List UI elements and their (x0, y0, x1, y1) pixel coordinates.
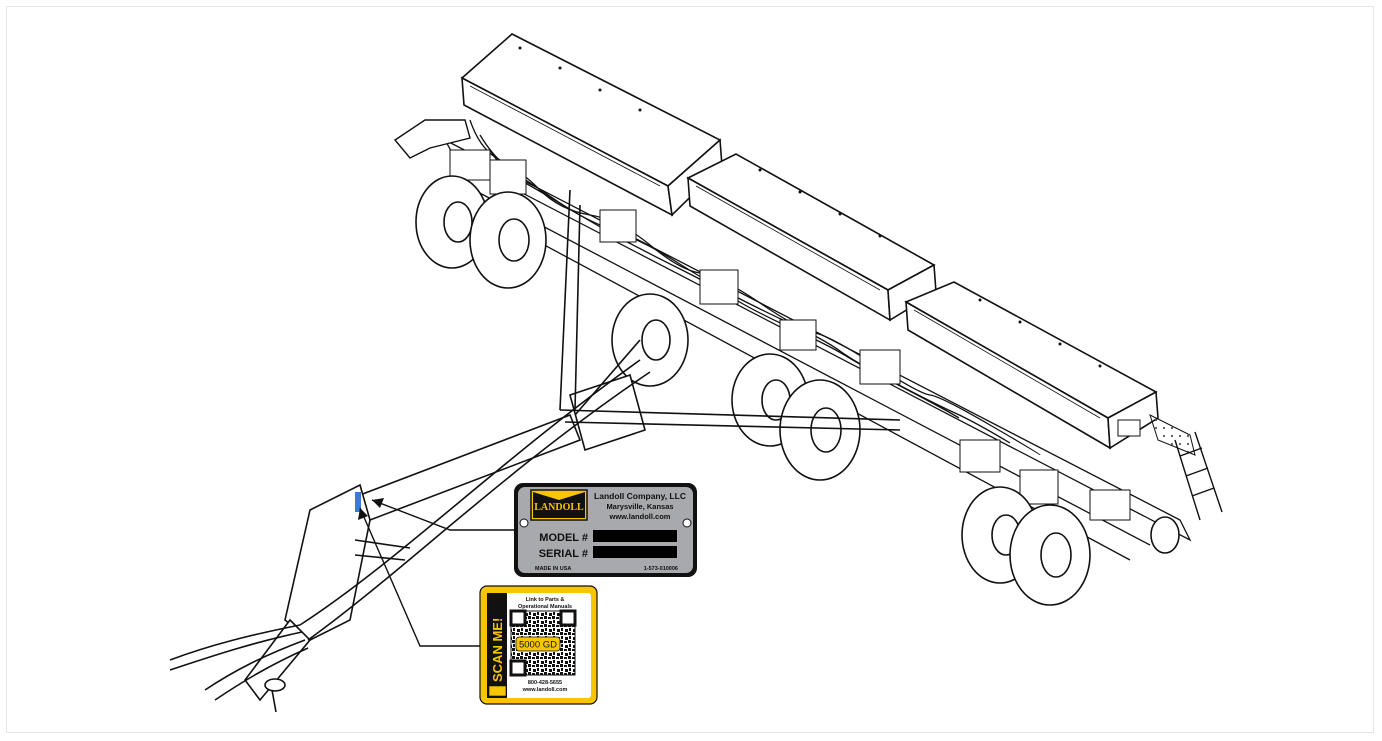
leader-arrow-plate (372, 498, 384, 508)
qr-decal: SCAN ME! Link to Parts & Operational Man… (479, 585, 598, 705)
seed-hopper-center (686, 153, 937, 322)
svg-text:LANDOLL: LANDOLL (534, 502, 584, 513)
plate-logo: LANDOLL (530, 489, 588, 521)
decal-scan-text: SCAN ME! (490, 618, 505, 682)
plate-model-label: MODEL # (539, 532, 588, 544)
left-bracket (393, 119, 471, 159)
plate-model-field (593, 530, 677, 542)
plate-company: Landoll Company, LLC (594, 491, 686, 501)
decal-header-2: Operational Manuals (518, 604, 572, 610)
decal-model-badge-bg (515, 636, 561, 652)
leader-lines (359, 499, 515, 647)
plate-website: www.landoll.com (609, 512, 671, 521)
plate-part-number: 1-573-010006 (644, 566, 678, 572)
plate-made-in: MADE IN USA (535, 566, 571, 572)
row-units (449, 149, 1131, 521)
hitch-tongue (244, 189, 901, 713)
plate-serial-field (593, 546, 677, 558)
decal-model-badge: 5000 GD (519, 640, 557, 651)
hydraulic-hoses (169, 359, 651, 701)
seed-hopper-right (904, 281, 1159, 450)
hopper-rivets (518, 46, 1102, 368)
leader-arrow-decal (358, 508, 368, 520)
plate-serial-label: SERIAL # (539, 548, 588, 560)
serial-plate: LANDOLL Landoll Company, LLC Marysville,… (514, 483, 697, 577)
decal-logo (488, 685, 507, 697)
decal-header-1: Link to Parts & (526, 597, 565, 603)
rear-platform (1149, 414, 1196, 456)
decal-phone: 800-428-5655 (528, 680, 562, 686)
image-frame (6, 6, 1374, 733)
wheels (415, 175, 1180, 606)
decal-location-marker (355, 492, 361, 512)
ladder (1174, 431, 1223, 521)
decal-website: www.landoll.com (522, 687, 568, 693)
plate-city: Marysville, Kansas (606, 502, 673, 511)
